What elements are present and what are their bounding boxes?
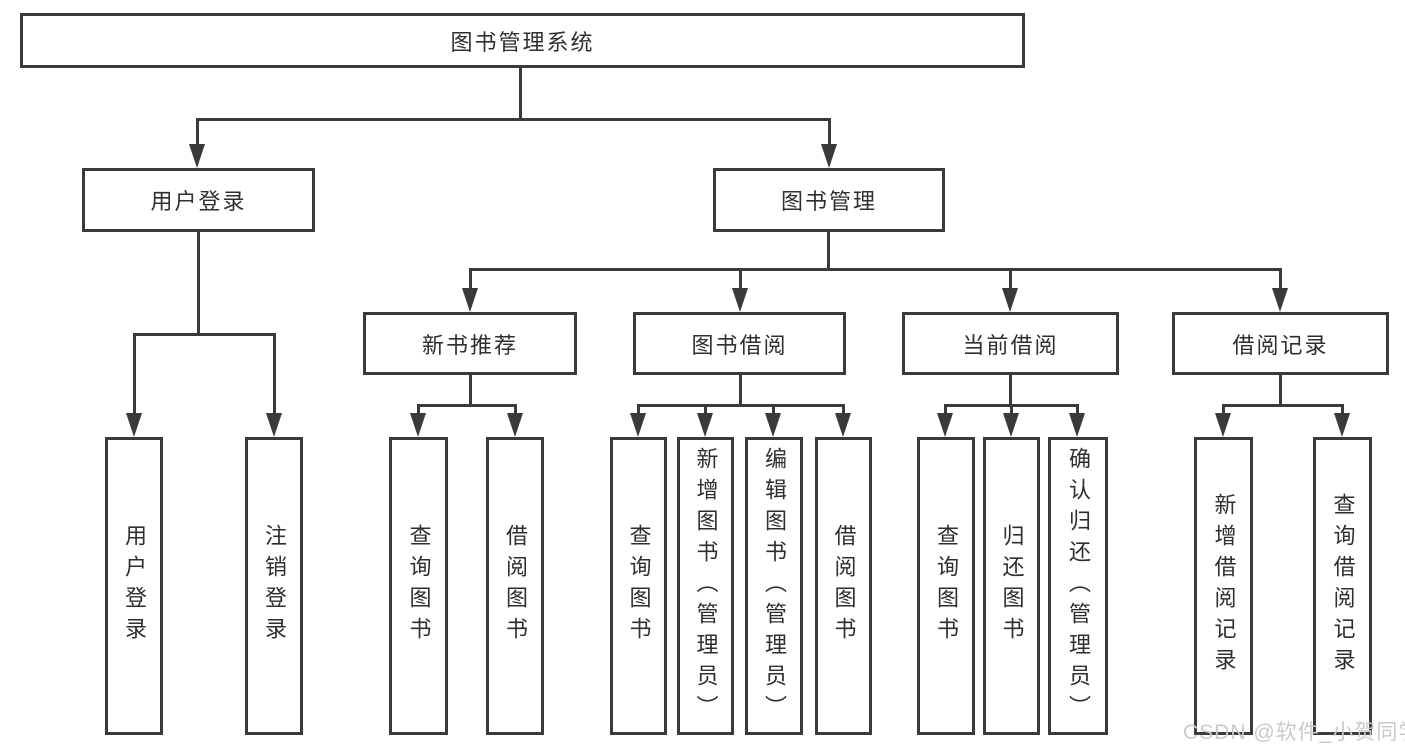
leaf-query-book-borrow-label: 查询图书 (626, 524, 652, 648)
arrowhead-down-icon (732, 288, 748, 312)
leaf-add-borrow-record: 新增借阅记录 (1194, 437, 1253, 735)
leaf-borrow-book: 借阅图书 (815, 437, 872, 735)
connector-vline (196, 118, 199, 146)
connector-vline (469, 375, 472, 407)
arrowhead-down-icon (630, 413, 646, 437)
node-new-book-recommend-label: 新书推荐 (421, 332, 518, 358)
leaf-return-book-label: 归还图书 (999, 524, 1025, 648)
node-book-management-branch-label: 图书管理 (780, 189, 877, 214)
arrowhead-down-icon (126, 413, 142, 437)
connector-hline (196, 118, 831, 121)
connector-vline (273, 333, 276, 415)
connector-vline (739, 375, 742, 407)
arrowhead-down-icon (189, 144, 205, 168)
connector-hline (417, 404, 517, 407)
leaf-query-book-current-label: 查询图书 (934, 524, 959, 648)
arrowhead-down-icon (1334, 413, 1350, 437)
connector-vline (637, 404, 640, 415)
arrowhead-down-icon (765, 413, 781, 437)
connector-vline (704, 404, 707, 415)
connector-hline (637, 404, 844, 407)
node-book-management-branch: 图书管理 (713, 168, 945, 232)
leaf-query-book-recommend: 查询图书 (389, 437, 448, 735)
arrowhead-down-icon (1069, 413, 1085, 437)
connector-vline (1222, 404, 1225, 415)
connector-vline (944, 404, 947, 415)
leaf-borrow-book-recommend-label: 借阅图书 (503, 524, 528, 648)
connector-vline (1010, 404, 1013, 415)
connector-vline (1009, 268, 1012, 290)
connector-vline (514, 404, 517, 415)
node-user-login-branch-label: 用户登录 (150, 189, 247, 214)
node-new-book-recommend: 新书推荐 (363, 312, 577, 375)
arrowhead-down-icon (462, 288, 478, 312)
connector-vline (1279, 375, 1282, 407)
leaf-user-login-label: 用户登录 (122, 524, 147, 648)
leaf-add-borrow-record-label: 新增借阅记录 (1211, 493, 1237, 679)
node-book-borrow: 图书借阅 (633, 312, 846, 375)
connector-vline (519, 68, 522, 120)
leaf-query-borrow-record-label: 查询借阅记录 (1330, 493, 1356, 679)
connector-vline (1009, 375, 1012, 407)
connector-vline (1279, 268, 1282, 290)
node-book-borrow-label: 图书借阅 (691, 332, 788, 358)
leaf-borrow-book-recommend: 借阅图书 (486, 437, 544, 735)
leaf-edit-book-admin: 编辑图书（管理员） (745, 437, 803, 735)
connector-vline (739, 268, 742, 290)
arrowhead-down-icon (937, 413, 953, 437)
connector-vline (133, 333, 136, 415)
connector-vline (828, 118, 831, 146)
connector-vline (469, 268, 472, 290)
leaf-logout-label: 注销登录 (262, 524, 287, 648)
leaf-confirm-return-admin: 确认归还（管理员） (1048, 437, 1108, 735)
arrowhead-down-icon (821, 144, 837, 168)
node-borrow-records-label: 借阅记录 (1232, 332, 1329, 358)
leaf-add-book-admin: 新增图书（管理员） (677, 437, 734, 735)
connector-vline (1076, 404, 1079, 415)
node-root-system: 图书管理系统 (20, 13, 1025, 68)
connector-hline (469, 268, 1282, 271)
leaf-edit-book-admin-label: 编辑图书（管理员） (762, 446, 787, 726)
leaf-query-borrow-record: 查询借阅记录 (1313, 437, 1372, 735)
arrowhead-down-icon (1272, 288, 1288, 312)
node-current-borrow: 当前借阅 (902, 312, 1119, 375)
leaf-add-book-admin-label: 新增图书（管理员） (693, 446, 719, 726)
leaf-confirm-return-admin-label: 确认归还（管理员） (1066, 446, 1091, 726)
connector-vline (827, 232, 830, 270)
arrowhead-down-icon (835, 413, 851, 437)
csdn-watermark: CSDN @软件_小贺同学 (1183, 721, 1405, 744)
node-borrow-records: 借阅记录 (1172, 312, 1389, 375)
node-root-label: 图书管理系统 (450, 29, 595, 55)
leaf-logout: 注销登录 (245, 437, 303, 735)
leaf-return-book: 归还图书 (983, 437, 1040, 735)
leaf-query-book-recommend-label: 查询图书 (406, 524, 432, 648)
connector-vline (1341, 404, 1344, 415)
arrowhead-down-icon (1215, 413, 1231, 437)
arrowhead-down-icon (266, 413, 282, 437)
leaf-borrow-book-label: 借阅图书 (831, 524, 857, 648)
arrowhead-down-icon (1003, 413, 1019, 437)
arrowhead-down-icon (507, 413, 523, 437)
node-user-login-branch: 用户登录 (82, 168, 315, 232)
arrowhead-down-icon (697, 413, 713, 437)
connector-hline (133, 333, 276, 336)
connector-vline (772, 404, 775, 415)
arrowhead-down-icon (1002, 288, 1018, 312)
leaf-query-book-current: 查询图书 (917, 437, 975, 735)
leaf-user-login: 用户登录 (105, 437, 163, 735)
node-current-borrow-label: 当前借阅 (962, 332, 1059, 358)
connector-vline (417, 404, 420, 415)
connector-vline (197, 232, 200, 336)
leaf-query-book-borrow: 查询图书 (610, 437, 667, 735)
connector-hline (1222, 404, 1343, 407)
connector-vline (842, 404, 845, 415)
arrowhead-down-icon (410, 413, 426, 437)
